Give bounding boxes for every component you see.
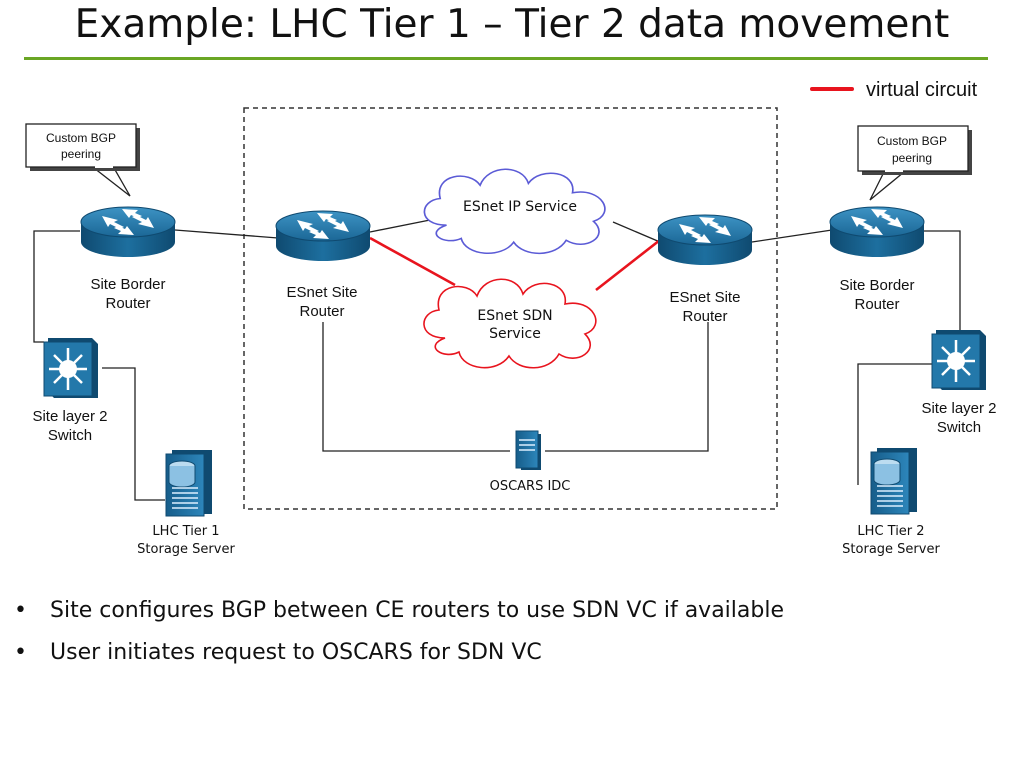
site-layer2-switch-left: Site layer 2 Switch xyxy=(32,336,108,444)
svg-text:Site layer 2: Site layer 2 xyxy=(32,408,107,425)
svg-text:ESnet SDN: ESnet SDN xyxy=(477,308,552,324)
svg-text:LHC Tier 2: LHC Tier 2 xyxy=(857,524,924,539)
lhc-tier2-storage-server: LHC Tier 2 Storage Server xyxy=(842,447,940,557)
svg-text:Site Border: Site Border xyxy=(90,276,165,293)
svg-text:ESnet Site: ESnet Site xyxy=(287,284,358,301)
svg-text:peering: peering xyxy=(61,147,101,161)
esnet-site-router-right: ESnet Site Router xyxy=(657,214,753,325)
esnet-site-router-left: ESnet Site Router xyxy=(275,210,371,320)
esnet-ip-service-cloud: ESnet IP Service xyxy=(423,168,606,255)
links xyxy=(33,219,961,501)
esnet-sdn-service-cloud: ESnet SDN Service xyxy=(423,278,597,369)
lhc-tier1-storage-server: LHC Tier 1 Storage Server xyxy=(137,449,235,557)
svg-text:Switch: Switch xyxy=(937,419,981,436)
svg-text:OSCARS IDC: OSCARS IDC xyxy=(490,479,571,494)
esnet-boundary xyxy=(243,107,778,510)
site-layer2-switch-right: Site layer 2 Switch xyxy=(921,328,997,436)
svg-text:Router: Router xyxy=(299,303,344,320)
bullet-dot: • xyxy=(14,598,27,623)
virtual-circuit-links xyxy=(369,236,661,292)
svg-text:LHC Tier 1: LHC Tier 1 xyxy=(152,524,219,539)
slide-title: Example: LHC Tier 1 – Tier 2 data moveme… xyxy=(74,2,950,47)
svg-text:Router: Router xyxy=(105,295,150,312)
callout-left: Custom BGP peering xyxy=(25,123,140,197)
svg-text:Service: Service xyxy=(489,326,541,342)
bullet-item: •Site configures BGP between CE routers … xyxy=(14,596,784,638)
svg-text:Custom BGP: Custom BGP xyxy=(877,134,947,148)
site-border-router-left: Site Border Router xyxy=(80,206,176,312)
svg-text:Storage Server: Storage Server xyxy=(842,542,940,557)
svg-text:ESnet Site: ESnet Site xyxy=(670,289,741,306)
svg-text:Site Border: Site Border xyxy=(839,277,914,294)
network-diagram: virtual circuit Custom BGP peering Custo… xyxy=(25,79,997,557)
site-border-router-right: Site Border Router xyxy=(829,206,925,313)
bullet-item: •User initiates request to OSCARS for SD… xyxy=(14,638,784,680)
svg-text:Router: Router xyxy=(854,296,899,313)
svg-text:Storage Server: Storage Server xyxy=(137,542,235,557)
bullet-dot: • xyxy=(14,640,27,665)
oscars-idc-server: OSCARS IDC xyxy=(490,430,571,494)
svg-text:Site layer 2: Site layer 2 xyxy=(921,400,996,417)
legend-label: virtual circuit xyxy=(866,79,978,101)
svg-text:Custom BGP: Custom BGP xyxy=(46,131,116,145)
callout-right: Custom BGP peering xyxy=(857,125,972,201)
svg-text:ESnet IP Service: ESnet IP Service xyxy=(463,199,577,215)
title-underline xyxy=(24,57,988,60)
svg-text:Switch: Switch xyxy=(48,427,92,444)
svg-text:peering: peering xyxy=(892,151,932,165)
bullet-list: •Site configures BGP between CE routers … xyxy=(14,596,784,680)
svg-text:Router: Router xyxy=(682,308,727,325)
